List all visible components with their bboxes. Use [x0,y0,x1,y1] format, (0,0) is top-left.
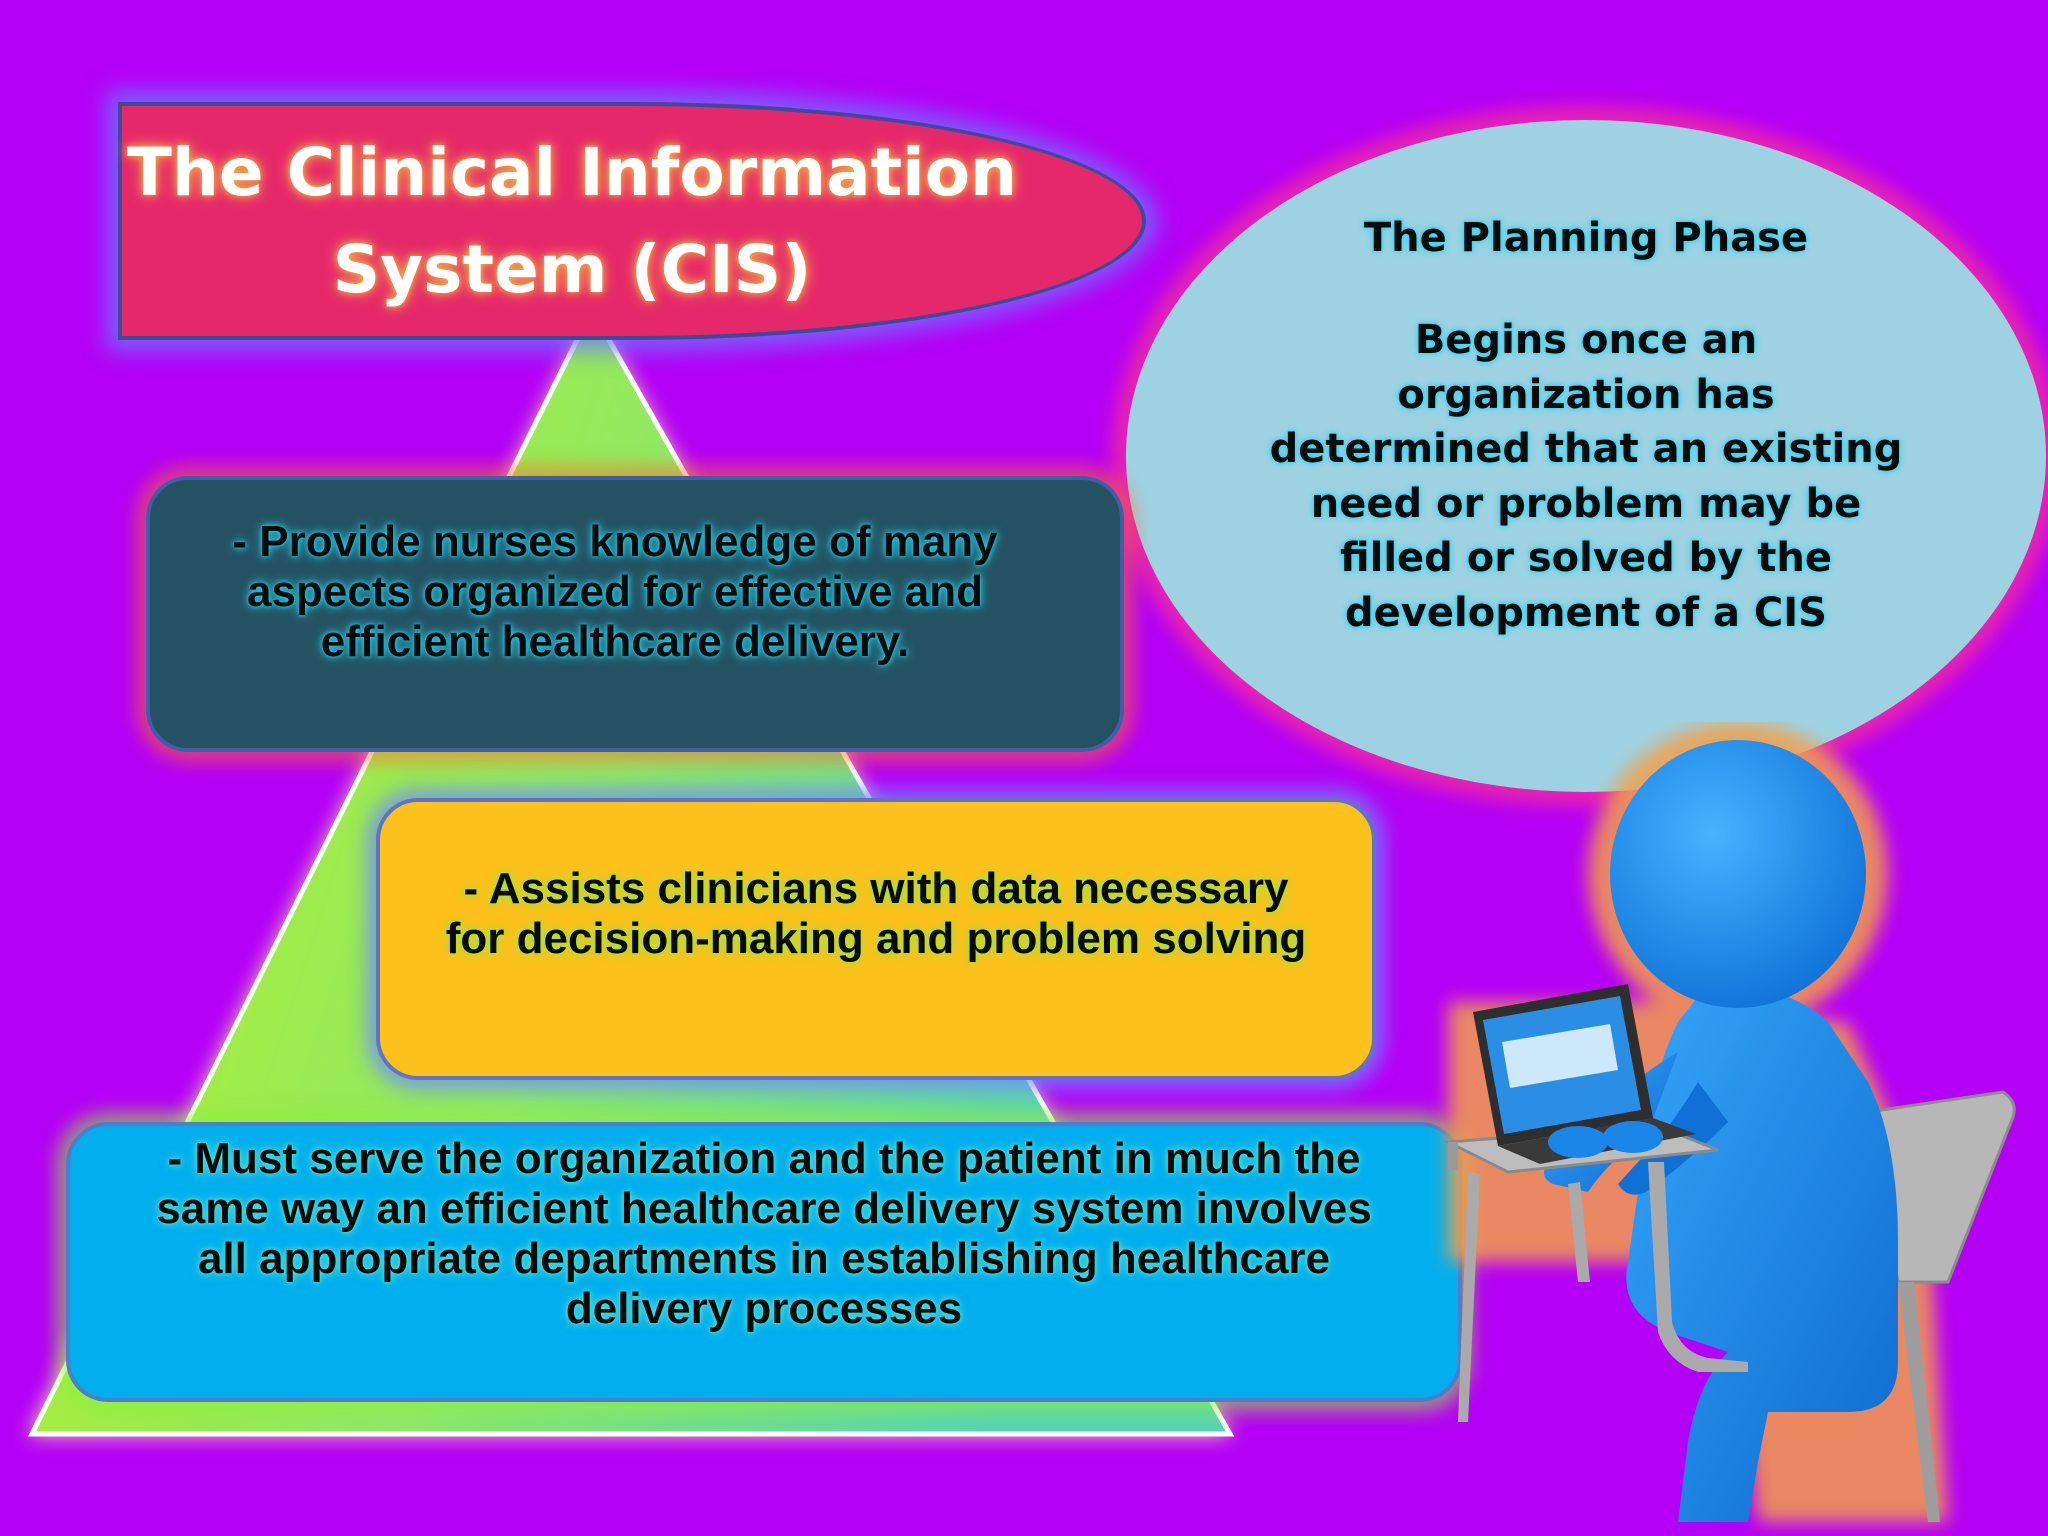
planning-line: filled or solved by the [1339,535,1832,581]
box-line: same way an efficient healthcare deliver… [156,1184,1372,1233]
box-text: - Provide nurses knowledge of many aspec… [232,517,997,667]
pyramid-box-middle: - Assists clinicians with data necessary… [376,798,1376,1080]
pyramid-box-bottom: - Must serve the organization and the pa… [66,1122,1462,1402]
planning-phase-text: Begins once an organization has determin… [1266,313,1906,640]
planning-line: organization has [1397,371,1775,418]
box-line: delivery processes [565,1284,963,1333]
title-banner: The Clinical Information System (CIS) [118,102,1146,340]
planning-line: determined that an existing [1269,426,1903,472]
box-text: - Must serve the organization and the pa… [156,1134,1372,1334]
person-at-laptop-icon [1442,722,2016,1522]
planning-phase-bubble: The Planning Phase Begins once an organi… [1126,120,2046,792]
slide-title: The Clinical Information System (CIS) [127,124,1017,318]
planning-phase-heading: The Planning Phase [1363,215,1809,261]
box-line: for decision-making and problem solving [445,914,1307,963]
box-line: - Assists clinicians with data necessary [463,864,1289,913]
title-line-1: The Clinical Information [126,134,1018,211]
planning-line: development of a CIS [1345,589,1827,636]
planning-line: Begins once an [1414,317,1758,363]
title-line-2: System (CIS) [332,231,812,308]
box-line: - Provide nurses knowledge of many [232,517,998,566]
planning-line: need or problem may be [1310,480,1862,527]
box-text: - Assists clinicians with data necessary… [446,864,1307,964]
box-line: all appropriate departments in establish… [197,1234,1331,1283]
box-line: - Must serve the organization and the pa… [167,1134,1361,1183]
box-line: aspects organized for effective and [246,567,983,616]
box-line: efficient healthcare delivery. [320,617,910,666]
pyramid-box-top: - Provide nurses knowledge of many aspec… [146,476,1124,752]
